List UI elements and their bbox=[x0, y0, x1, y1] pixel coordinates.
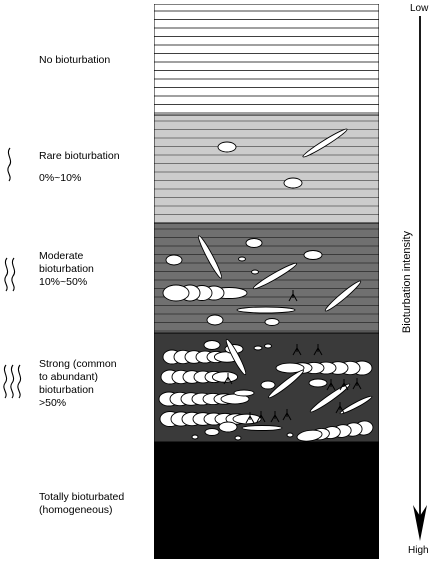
triple-burrow-icon bbox=[3, 364, 22, 399]
zone-range-rare: 0%~10% bbox=[39, 172, 82, 184]
traces-strong bbox=[223, 344, 362, 424]
double-burrow-icon bbox=[4, 257, 16, 292]
zone-label-rare: Rare bioturbation bbox=[39, 150, 120, 162]
laminae-none bbox=[154, 10, 379, 114]
zone-label-total: Totally bioturbated (homogeneous) bbox=[39, 491, 125, 516]
laminae-rare bbox=[154, 120, 379, 215]
zone-none-fill bbox=[154, 4, 379, 115]
burrows-rare bbox=[217, 128, 348, 189]
single-burrow-icon bbox=[7, 147, 12, 182]
zone-label-strong: Strong (common to abundant) bioturbation bbox=[39, 358, 117, 396]
axis-low-label: Low bbox=[410, 3, 429, 14]
zone-label-none: No bioturbation bbox=[39, 54, 111, 66]
intensity-arrow bbox=[413, 16, 427, 541]
zone-total-fill bbox=[154, 442, 379, 559]
zone-range-moderate: 10%~50% bbox=[39, 276, 88, 288]
axis-high-label: High bbox=[408, 545, 429, 556]
burrows-moderate bbox=[162, 235, 362, 326]
burrows-strong bbox=[158, 338, 374, 442]
zone-label-moderate: Moderate bioturbation bbox=[39, 250, 94, 275]
trace-moderate bbox=[288, 290, 298, 302]
zone-range-strong: >50% bbox=[39, 397, 67, 409]
